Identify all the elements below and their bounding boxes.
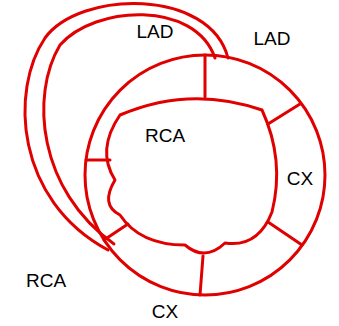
- inner-arc: [44, 15, 215, 244]
- artery-label: LAD: [137, 22, 174, 41]
- segment-line: [104, 224, 128, 240]
- outer-wall: [85, 55, 325, 295]
- cavity-wall: [107, 99, 277, 253]
- segment-line: [268, 104, 300, 124]
- segment-line: [200, 256, 203, 295]
- artery-label: CX: [152, 302, 178, 321]
- segment-line: [204, 55, 207, 97]
- artery-label: LAD: [254, 29, 291, 48]
- artery-label: RCA: [26, 271, 66, 290]
- segment-line: [268, 222, 302, 245]
- segment-line: [86, 159, 110, 162]
- artery-label: CX: [287, 169, 313, 188]
- outer-arc: [25, 3, 228, 250]
- artery-label: RCA: [145, 126, 185, 145]
